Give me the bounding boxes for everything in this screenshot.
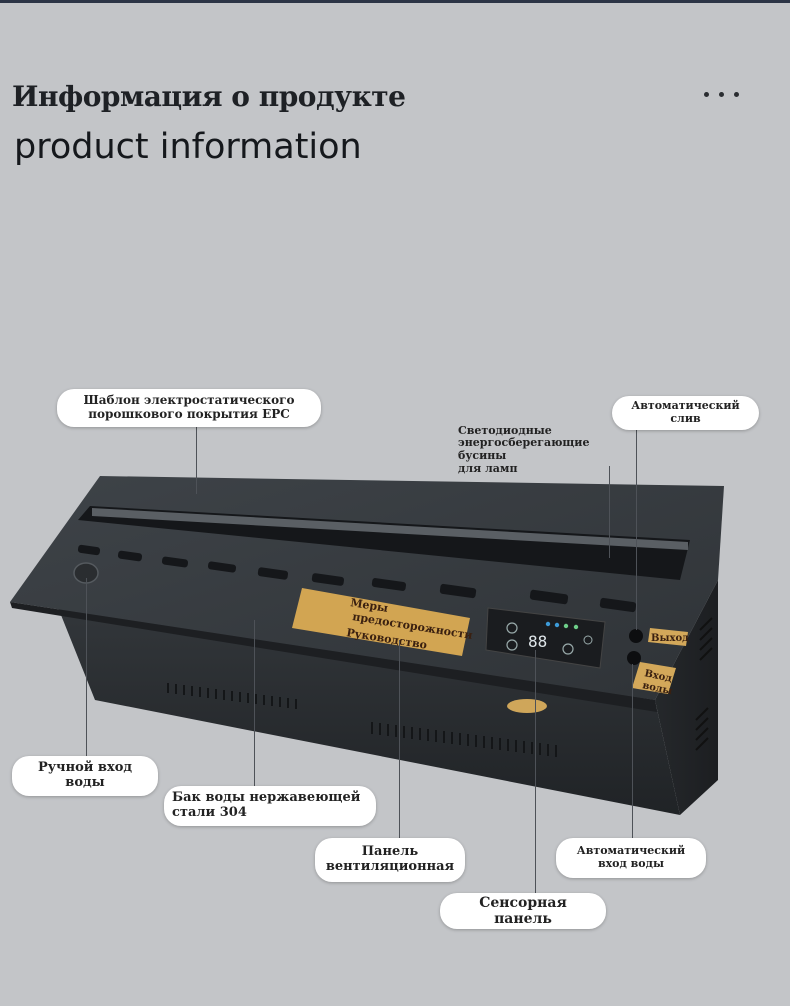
more-button[interactable] — [700, 80, 744, 110]
warning-plate — [292, 588, 470, 656]
leader-tank — [254, 620, 255, 786]
callout-led-beads: Светодиодные энергосберегающие бусины дл… — [458, 423, 590, 475]
leader-drain — [636, 428, 637, 630]
svg-text:Меры: Меры — [350, 596, 389, 615]
svg-text:Выход: Выход — [651, 633, 689, 644]
callout-epc-coating: Шаблон электростатического порошкового п… — [57, 389, 321, 427]
leader-vent — [399, 640, 400, 838]
leader-auto-inlet — [632, 664, 633, 838]
leader-manual-inlet — [86, 578, 87, 756]
callout-auto-inlet: Автоматический вход воды — [556, 838, 706, 878]
lid-edge — [10, 602, 657, 712]
leader-epc — [196, 424, 197, 494]
inlet-hole — [627, 651, 641, 665]
leader-led — [609, 466, 610, 558]
callout-auto-drain: Автоматический слив — [612, 396, 759, 430]
touch-panel-body — [485, 607, 606, 669]
page-title-en: product information — [14, 127, 362, 167]
water-tank — [55, 600, 680, 815]
leader-touch — [535, 650, 536, 894]
drain-hole — [629, 629, 643, 643]
top-border — [0, 0, 790, 3]
callout-steel-tank: Бак воды нержавеющей стали 304 — [164, 786, 376, 826]
callout-vent-panel: Панель вентиляционная — [315, 838, 465, 882]
more-horizontal-icon — [704, 92, 709, 97]
flame-slot — [78, 506, 690, 580]
svg-text:88: 88 — [528, 632, 547, 651]
callout-touch-panel: Сенсорная панель — [440, 893, 606, 929]
callout-manual-inlet: Ручной вход воды — [12, 756, 158, 796]
page-title-ru: Информация о продукте — [12, 80, 406, 113]
